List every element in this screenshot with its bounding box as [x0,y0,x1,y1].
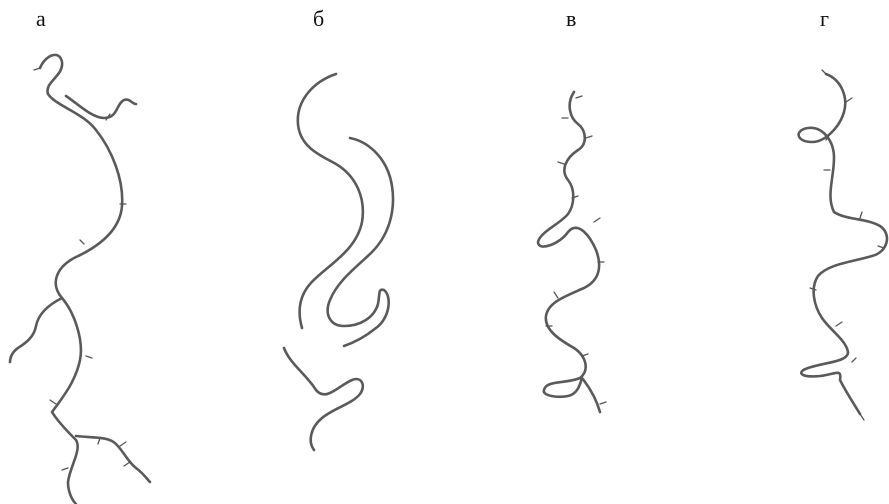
chain-a [10,55,150,504]
chain-g [799,70,887,420]
chain-b [284,74,393,450]
chain-b-strand-2 [328,138,393,346]
chain-a-lower-branch [76,436,150,482]
chain-v [538,92,606,412]
chain-g-side-branches [810,70,884,420]
chain-v-main-strand [538,92,600,412]
chain-a-side-branches [34,68,130,470]
chain-b-strand-3 [284,348,363,450]
chain-b-strand-1 [298,74,363,328]
chain-g-main-strand [799,74,887,414]
chain-a-left-branch [10,298,62,362]
